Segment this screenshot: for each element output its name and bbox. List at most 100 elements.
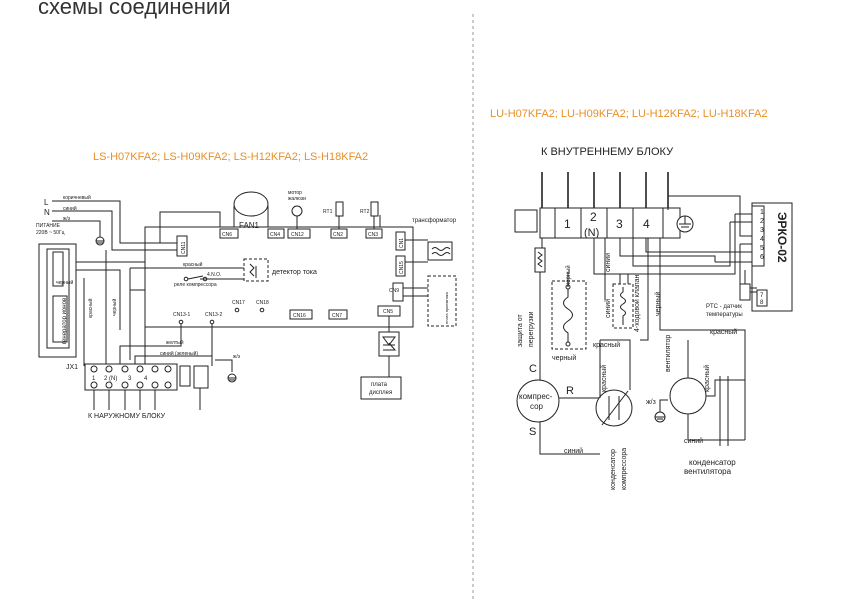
wire-red-fanmotor-label: красный	[703, 365, 711, 392]
to-indoor-label: К ВНУТРЕННЕМУ БЛОКУ	[541, 146, 674, 158]
cn1-label: CN1	[399, 238, 405, 248]
power-label: ПИТАНИЕ	[36, 223, 61, 229]
power-voltage-label: 220В ~ 50Гц	[36, 230, 65, 236]
supply-N-label: N	[44, 208, 50, 217]
cn5-label: CN5	[383, 309, 393, 315]
wire-red-label: красный	[183, 261, 203, 268]
wire-blue-label: синий	[63, 205, 77, 212]
compressor-relay	[183, 275, 208, 282]
compressor-label-2: сор	[530, 402, 544, 411]
terminal-2-n: (N)	[584, 227, 599, 239]
wire-yellow-label: желтый	[166, 339, 184, 346]
cn7-label: CN7	[332, 313, 342, 319]
jx1-terminal-3: 3	[128, 376, 132, 382]
cn6-connector	[219, 228, 239, 239]
cn11-label: CN11	[181, 241, 187, 254]
wire-blue-fan-label: синий	[684, 437, 703, 445]
cn15-connector	[395, 255, 406, 277]
jx1-label: JX1	[66, 364, 78, 371]
terminal-1: 1	[564, 217, 571, 231]
four-way-valve	[612, 283, 634, 329]
wire-black-label: черный	[56, 279, 74, 286]
erko-connector-2	[756, 289, 768, 307]
rt2-label: RT2	[360, 209, 370, 215]
cn16-label: CN16	[293, 313, 306, 319]
ground-terminal-icon	[676, 215, 694, 233]
cn11-connector	[176, 235, 188, 257]
cn2-connector	[330, 228, 348, 239]
wire-blue-top-label: синий	[604, 253, 612, 272]
jx1-terminal-2: 2 (N)	[104, 376, 117, 382]
valve-label: 4-ходовой клапан	[633, 274, 641, 332]
fan-label: FAN1	[239, 221, 260, 230]
wire-black-vertical-label: черный	[111, 298, 118, 316]
jx1-terminal-1: 1	[92, 376, 96, 382]
relay-no-label: 4.N.O.	[207, 272, 221, 278]
wire-black-fan-label: черный	[654, 292, 662, 316]
terminal-3: 3	[616, 217, 623, 231]
indoor-models-title: LS-H07KFA2; LS-H09KFA2; LS-H12KFA2; LS-H…	[93, 151, 368, 163]
main-pcb	[144, 226, 414, 328]
transformer	[427, 241, 453, 261]
jx1-clamp	[193, 365, 209, 389]
cn3-connector	[365, 228, 383, 239]
compressor-S: S	[529, 426, 536, 438]
fan-label-outdoor: вентилятор	[665, 335, 672, 372]
erko-pin-8: 8	[760, 300, 764, 306]
receiver-label: плата приемника	[444, 291, 449, 324]
wire-brown-label: коричневый	[63, 194, 91, 201]
rt2-sensor	[370, 201, 379, 217]
ion-generator-label: генератор ионов	[62, 298, 68, 344]
erko-pin-4: 4	[760, 236, 764, 243]
compressor-C: C	[529, 363, 537, 375]
erko-pin-1: 1	[760, 209, 764, 216]
relay-label: реле компрессора	[174, 282, 217, 288]
rt1-sensor	[335, 201, 344, 217]
cn2-label: CN2	[333, 232, 343, 238]
cn9-label: CN9	[389, 288, 399, 294]
compressor-label-1: компрес-	[519, 392, 553, 401]
outdoor-terminal-block	[539, 207, 681, 239]
jx1-screws	[90, 365, 172, 389]
cn18-label: CN18	[256, 300, 269, 306]
terminal-2: 2	[590, 210, 597, 224]
fan-cap-label-1: конденсатор	[689, 458, 736, 467]
jx1-terminal-block	[84, 363, 178, 391]
outdoor-ground-icon	[654, 411, 666, 423]
outdoor-models-title: LU-H07KFA2; LU-H09KFA2; LU-H12KFA2; LU-H…	[490, 108, 768, 120]
fan-motor-outdoor	[669, 377, 707, 415]
cn4-label: CN4	[270, 232, 280, 238]
cn3-label: CN3	[368, 232, 378, 238]
ptc-label-1: PTC - датчик	[706, 304, 742, 310]
cn15-label: CN15	[399, 261, 405, 274]
louver-motor-label-2: жалюзи	[288, 196, 306, 202]
ptc-sensor	[739, 283, 751, 301]
ground-symbol-2	[227, 373, 237, 383]
cn13-2-label: CN13-2	[205, 312, 222, 318]
louver-motor-label: мотор	[288, 190, 302, 196]
ptc-label-2: температуры	[706, 312, 743, 318]
cn9-connector	[392, 282, 404, 302]
rt1-label: RT1	[323, 209, 333, 215]
wire-red-cap-label: красный	[600, 365, 608, 392]
wire-red-comp-label: красный	[593, 341, 620, 349]
compressor-R: R	[566, 385, 574, 397]
wire-black-label-2: черный	[552, 354, 576, 362]
comp-cap-label-2: компрессора	[621, 448, 628, 490]
wire-red-vertical-label: красный	[87, 298, 94, 318]
transformer-label: трансформатор	[412, 218, 457, 224]
to-outdoor-label: К НАРУЖНОМУ БЛОКУ	[88, 413, 166, 420]
cn16-connector	[289, 309, 313, 320]
wire-blue-valve-label: синий	[604, 299, 612, 318]
erko-pin-3: 3	[760, 227, 764, 234]
erko-pin-2: 2	[760, 218, 764, 225]
display-label-2: дисплея	[369, 390, 392, 396]
wire-yg2-label: ж/з	[233, 354, 241, 360]
cn12-label: CN12	[291, 232, 304, 238]
overload-label-1: защита от	[517, 314, 524, 347]
wire-yg-label: ж/з	[63, 216, 71, 222]
overload-protector	[551, 280, 587, 350]
cn13-1-label: CN13-1	[173, 312, 190, 318]
fan-cap-label-2: вентилятора	[684, 467, 732, 476]
